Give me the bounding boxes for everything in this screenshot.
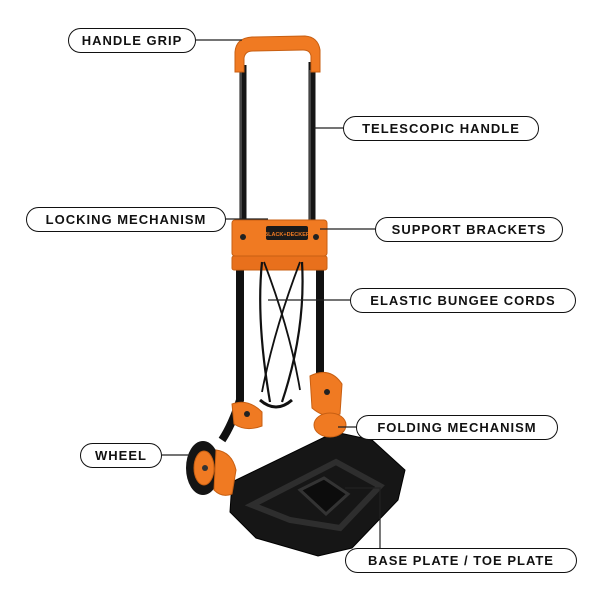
bungee-cord-cross-b bbox=[261, 261, 301, 393]
wheel-bracket bbox=[213, 449, 237, 496]
brand-text: BLACK+DECKER bbox=[264, 232, 310, 238]
label-locking-mechanism: LOCKING MECHANISM bbox=[26, 207, 226, 232]
label-folding-mechanism: FOLDING MECHANISM bbox=[356, 415, 558, 440]
support-bracket-lower bbox=[231, 255, 328, 271]
label-handle-grip: HANDLE GRIP bbox=[68, 28, 196, 53]
frame-leg-left bbox=[218, 262, 244, 443]
brand-plate bbox=[266, 226, 308, 240]
base-plate-rib-center bbox=[297, 476, 351, 517]
label-support-brackets: SUPPORT BRACKETS bbox=[375, 217, 563, 242]
bungee-cord-left bbox=[259, 261, 272, 403]
folding-hinge-right-disc bbox=[313, 412, 347, 438]
bungee-hook bbox=[259, 398, 293, 409]
base-plate-rib bbox=[244, 458, 385, 532]
label-telescopic-handle: TELESCOPIC HANDLE bbox=[343, 116, 539, 141]
handle-grip-shape bbox=[234, 35, 321, 73]
bungee-cord-cross-a bbox=[263, 261, 301, 391]
label-base-plate: BASE PLATE / TOE PLATE bbox=[345, 548, 577, 573]
bungee-cord-right bbox=[280, 261, 304, 403]
label-wheel: WHEEL bbox=[80, 443, 162, 468]
label-elastic-bungee-cords: ELASTIC BUNGEE CORDS bbox=[350, 288, 576, 313]
